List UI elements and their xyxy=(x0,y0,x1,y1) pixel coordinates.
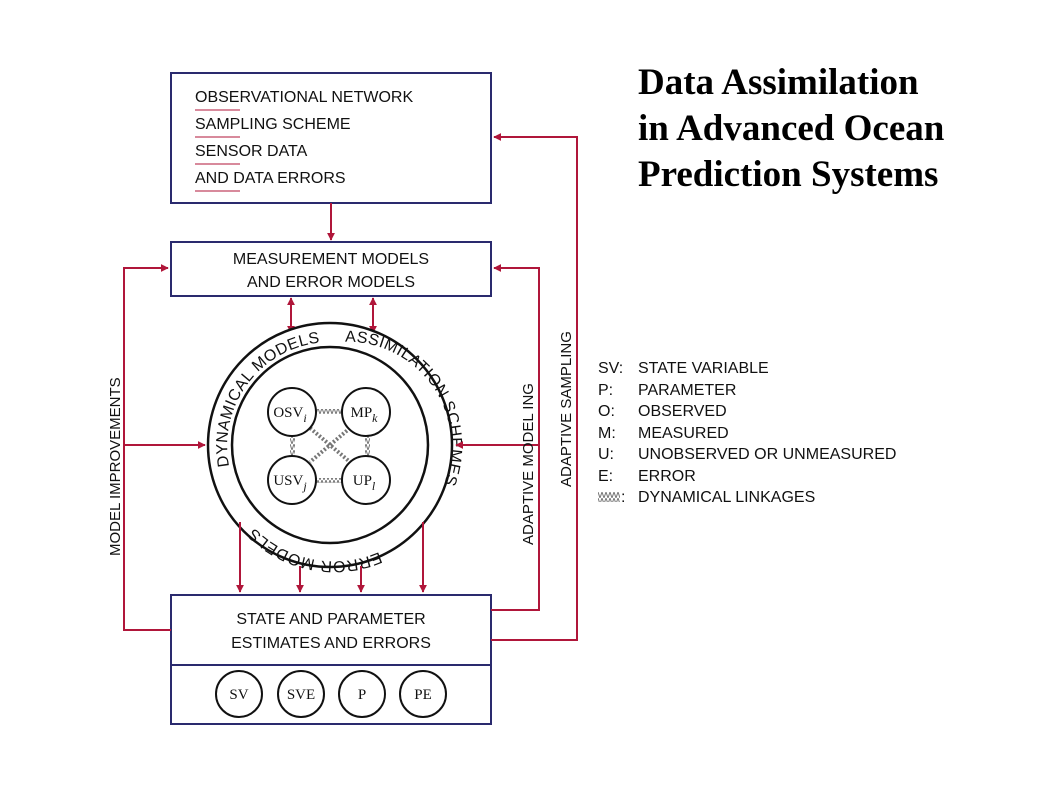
linkage-top xyxy=(306,409,350,414)
linkage-bottom xyxy=(306,478,350,483)
node-usv xyxy=(267,455,317,505)
arrow-model-improvements-loop xyxy=(123,264,171,631)
estimate-p-circle xyxy=(338,670,386,718)
estimate-sv-label: SV xyxy=(229,687,248,703)
measurement-box xyxy=(170,241,492,297)
legend-key-linkage: : xyxy=(621,489,625,506)
label-adaptive-sampling: ADAPTIVE SAMPLING xyxy=(558,331,575,487)
title-line-3: Prediction Systems xyxy=(638,154,939,195)
obs-line-2: SAMPLING SCHEME xyxy=(195,116,351,133)
estimate-sv-circle xyxy=(215,670,263,718)
legend-key-u: U: xyxy=(598,446,614,463)
legend-value-o: OBSERVED xyxy=(638,403,727,420)
measurement-line-2: AND ERROR MODELS xyxy=(247,274,415,291)
linkage-diag-2 xyxy=(308,426,352,464)
estimate-pe-label: PE xyxy=(414,687,432,703)
node-mp xyxy=(341,387,391,437)
estimate-p-label: P xyxy=(358,687,366,703)
observational-box xyxy=(170,72,492,204)
node-osv xyxy=(267,387,317,437)
legend-key-sv: SV: xyxy=(598,360,623,377)
label-adaptive-modeling: ADAPTIVE MODEL ING xyxy=(520,383,537,545)
obs-line-4: AND DATA ERRORS xyxy=(195,170,346,187)
estimate-pe-circle xyxy=(399,670,447,718)
title-line-2: in Advanced Ocean xyxy=(638,108,945,149)
obs-line-3: SENSOR DATA xyxy=(195,143,308,160)
measurement-line-1: MEASUREMENT MODELS xyxy=(233,251,429,268)
page-title: Data Assimilation in Advanced Ocean Pred… xyxy=(638,60,1048,198)
legend-value-e: ERROR xyxy=(638,468,696,485)
state-line-2: ESTIMATES AND ERRORS xyxy=(231,635,431,652)
linkage-left xyxy=(290,434,295,458)
legend-key-p: P: xyxy=(598,382,613,399)
legend-value-m: MEASURED xyxy=(638,425,729,442)
state-box xyxy=(170,594,492,666)
label-model-improvements: MODEL IMPROVEMENTS xyxy=(107,377,124,556)
title-line-1: Data Assimilation xyxy=(638,62,919,103)
legend-value-linkage: DYNAMICAL LINKAGES xyxy=(638,489,815,506)
node-usv-label: USVj xyxy=(273,473,307,493)
legend-value-u: UNOBSERVED OR UNMEASURED xyxy=(638,446,896,463)
legend-value-sv: STATE VARIABLE xyxy=(638,360,769,377)
node-up xyxy=(341,455,391,505)
node-mp-label: MPk xyxy=(350,405,378,425)
arrow-adaptive-modeling-loop xyxy=(491,264,540,611)
estimate-sve-circle xyxy=(277,670,325,718)
node-up-label: UPl xyxy=(353,473,376,493)
legend-key-o: O: xyxy=(598,403,615,420)
linkage-diag-1 xyxy=(308,426,352,464)
legend: SV: STATE VARIABLE P: PARAMETER O: OBSER… xyxy=(598,360,896,506)
arrow-adaptive-sampling-loop xyxy=(491,133,578,641)
estimate-sve-label: SVE xyxy=(287,687,315,703)
core-inner-ring xyxy=(230,345,430,545)
linkage-right xyxy=(365,434,370,458)
legend-key-e: E: xyxy=(598,468,613,485)
state-line-1: STATE AND PARAMETER xyxy=(236,611,425,628)
legend-linkage-icon xyxy=(598,492,620,502)
legend-key-m: M: xyxy=(598,425,616,442)
node-osv-label: OSVi xyxy=(273,405,306,425)
obs-line-1: OBSERVATIONAL NETWORK xyxy=(195,89,413,106)
legend-value-p: PARAMETER xyxy=(638,382,736,399)
